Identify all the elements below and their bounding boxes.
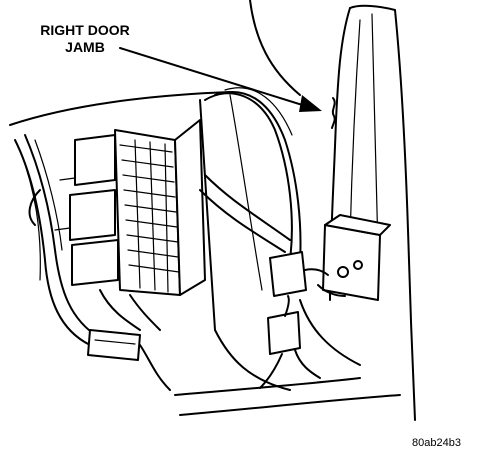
relay-cluster [54, 134, 119, 286]
jamb-connector [304, 214, 391, 301]
inline-connectors [259, 251, 321, 389]
callout-line-2: JAMB [65, 39, 105, 55]
callout-label: RIGHT DOOR JAMB [10, 22, 160, 56]
door-pillar [249, 0, 416, 421]
callout-line-1: RIGHT DOOR [40, 22, 130, 38]
junction-block [114, 119, 206, 296]
figure-code: 80ab24b3 [412, 437, 461, 449]
kick-panel [9, 91, 401, 416]
lower-connector [87, 289, 171, 391]
wire-harness-left [14, 134, 101, 346]
wire-harness-upper [199, 87, 302, 263]
callout-arrow [119, 47, 336, 129]
